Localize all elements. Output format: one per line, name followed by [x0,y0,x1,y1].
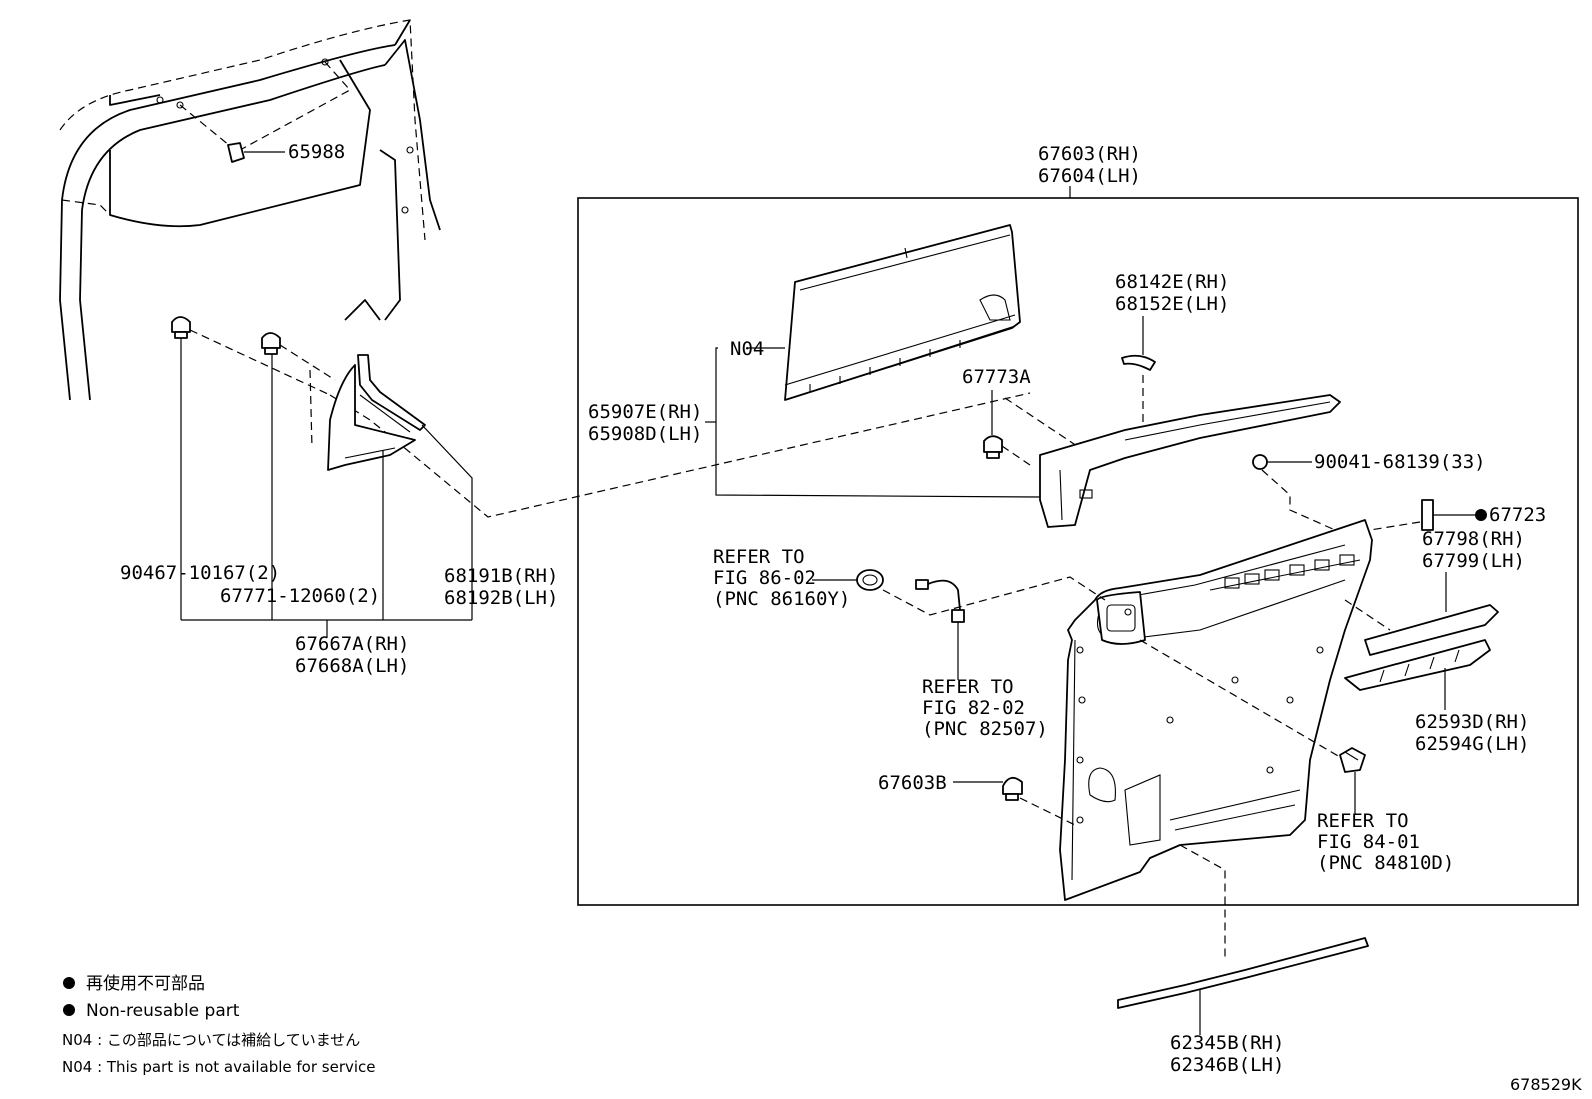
figure-id: 678529K [1510,1075,1582,1094]
legend-nonreusable-en: Non-reusable part [86,1001,240,1021]
legend-dot-jp [63,977,75,989]
callout-62345b-rh: 62345B(RH) [1170,1032,1284,1054]
ref3-line3: (PNC 84810D) [1317,852,1454,874]
weatherstrip-62345b [1117,937,1369,1009]
wire-82507 [915,579,965,623]
ref2-line2: FIG 82-02 [922,697,1025,719]
scuff-62593d [1344,604,1499,691]
callout-n04: N04 [730,338,764,360]
callout-68192b-lh: 68192B(LH) [444,587,558,609]
legend-dot-en [63,1004,75,1016]
callout-67603-rh: 67603(RH) [1038,143,1141,165]
ref1-line3: (PNC 86160Y) [713,588,850,610]
callout-62593d-rh: 62593D(RH) [1415,711,1529,733]
assembly-frame-67603 [577,197,1579,906]
ref2-line1: REFER TO [922,676,1014,698]
callout-68152e-lh: 68152E(LH) [1115,293,1229,315]
clip-90467-10167 [171,316,191,339]
callout-90041: 90041-68139(33) [1314,451,1486,473]
non-reusable-marker [1475,509,1487,521]
switch-86160y [856,569,884,591]
ref2-line3: (PNC 82507) [922,718,1048,740]
pad-68142e [1121,354,1156,371]
sunshade-n04 [784,224,1021,401]
legend-n04-en: N04 : This part is not available for ser… [62,1058,376,1076]
clip-67723 [1421,499,1434,531]
legend-n04-jp: N04 : この部品については補給していません [62,1031,360,1049]
body-door-frame [59,19,441,401]
callout-65908d-lh: 65908D(LH) [588,423,702,445]
ref1-line1: REFER TO [713,546,805,568]
bracket-84810d [1339,747,1366,773]
callout-67723: 67723 [1489,504,1546,526]
ref3-line1: REFER TO [1317,810,1409,832]
callout-68191b-rh: 68191B(RH) [444,565,558,587]
callout-68142e-rh: 68142E(RH) [1115,271,1229,293]
pillar-garnish [327,354,426,471]
callout-90467-10167: 90467-10167(2) [120,562,280,584]
clip-65988 [227,142,285,163]
clip-67771-12060 [261,332,281,355]
screw-90041 [1252,454,1312,470]
callout-67603b: 67603B [878,772,947,794]
callout-67667a-rh: 67667A(RH) [295,633,409,655]
callout-67604-lh: 67604(LH) [1038,165,1141,187]
callout-67668a-lh: 67668A(LH) [295,655,409,677]
clip-67773a [983,435,1003,459]
callout-62594g-lh: 62594G(LH) [1415,733,1529,755]
door-trim-panel [1059,519,1373,901]
callout-67771-12060: 67771-12060(2) [220,585,380,607]
callout-65988: 65988 [288,141,345,163]
callout-62346b-lh: 62346B(LH) [1170,1054,1284,1076]
ref3-line2: FIG 84-01 [1317,831,1420,853]
clip-67603b [1002,776,1023,801]
callout-67799-lh: 67799(LH) [1422,550,1525,572]
legend-nonreusable-jp: 再使用不可部品 [86,973,205,994]
ref1-line2: FIG 86-02 [713,567,816,589]
callout-67798-rh: 67798(RH) [1422,528,1525,550]
callout-65907e-rh: 65907E(RH) [588,401,702,423]
callout-67773a: 67773A [962,366,1031,388]
upper-garnish [1039,394,1341,528]
